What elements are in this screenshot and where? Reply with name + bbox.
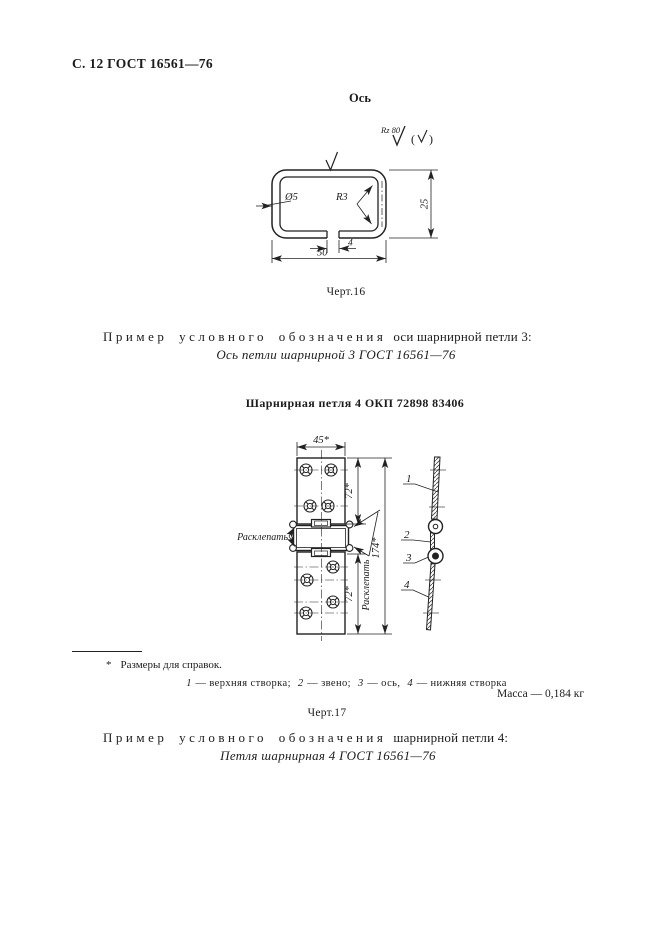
footnote-rule	[72, 651, 142, 652]
legend-num-4: 4	[407, 678, 413, 689]
gap-label: 4	[348, 239, 353, 249]
lug-bottom-right	[345, 544, 354, 552]
paren-open: (	[411, 132, 415, 146]
hinge-designation: Петля шарнирная 4 ГОСТ 16561—76	[220, 748, 436, 763]
diameter-label: Ø5	[284, 192, 298, 203]
radius-dim	[356, 185, 373, 225]
legend-text-2: — звено;	[307, 678, 351, 689]
roughness-symbol	[392, 125, 428, 147]
hinge-example-intro: Пример условного обозначения шарнирной пе…	[103, 730, 508, 746]
legend-text-3: — ось,	[367, 678, 401, 689]
footnote: * Размеры для справок.	[106, 659, 222, 671]
top-leaf-label: 72*	[344, 482, 355, 499]
hinge-side-view	[401, 456, 446, 631]
footnote-ref: *	[106, 659, 112, 671]
mass-note: Масса — 0,184 кг	[497, 688, 585, 700]
hinge-width-label: 45*	[313, 435, 330, 446]
width-label: 50	[317, 248, 328, 259]
legend-text-1: — верхняя створка;	[195, 678, 291, 689]
legend-num-1: 1	[186, 678, 192, 689]
figure16-drawing: Rz 80 ( ) Ø5 R3 25 4 50	[256, 125, 438, 263]
rivet-leader-right	[353, 509, 381, 557]
page-header: С. 12 ГОСТ 16561—76	[72, 56, 213, 71]
height-dim	[389, 169, 438, 239]
side-knuckle-top	[427, 518, 444, 535]
total-length-label: 174*	[371, 537, 382, 559]
lug-top-right	[345, 520, 354, 529]
bottom-leaf-label: 72*	[344, 585, 355, 602]
height-label: 25	[420, 199, 431, 210]
hinge-width-dim	[296, 442, 346, 456]
legend-num-3: 3	[357, 678, 364, 689]
axis-example-intro: Пример условного обозначения оси шарнирно…	[103, 329, 532, 345]
axis-example-intro-rest: оси шарнирной петли 3:	[393, 329, 532, 344]
figure17-drawing: 45* 72* 72* 174* Расклепать Расклепать 1…	[236, 435, 446, 641]
diameter-dim	[256, 200, 292, 210]
part-number-3: 3	[405, 552, 412, 564]
parts-legend: 1— верхняя створка; 2— звено; 3— ось, 4— ни…	[113, 678, 580, 689]
channel-inner-outline	[279, 176, 379, 232]
lug-bottom-left	[289, 544, 297, 552]
side-link	[430, 531, 435, 550]
figure16-title: Ось	[349, 91, 371, 105]
gap-dim	[310, 240, 356, 253]
axis-example-intro-spaced: Пример условного обозначения	[103, 329, 387, 344]
rivet-label-left: Расклепать	[236, 532, 288, 543]
hinge-example-intro-rest: шарнирной петли 4:	[393, 730, 509, 745]
side-upper-leaf	[430, 456, 441, 520]
footnote-text: Размеры для справок.	[120, 659, 222, 671]
figure16-caption: Черт.16	[326, 286, 366, 298]
radius-label: R3	[335, 192, 348, 203]
surface-check-icon	[325, 151, 339, 172]
part-number-1: 1	[406, 473, 412, 485]
rivet-label-right: Расклепать	[361, 559, 372, 611]
side-knuckle-top-pin	[432, 523, 439, 530]
part-number-4: 4	[404, 579, 410, 591]
roughness-value-label: Rz 80	[380, 125, 401, 135]
figure17-heading: Шарнирная петля 4 ОКП 72898 83406	[245, 396, 465, 410]
channel-outer-outline	[271, 169, 387, 239]
lug-top-left	[289, 520, 297, 529]
width-dim	[271, 240, 387, 263]
figure17-caption: Черт.17	[307, 707, 347, 719]
hinge-example-intro-spaced: Пример условного обозначения	[103, 730, 387, 745]
part-leaders	[401, 483, 439, 598]
legend-num-2: 2	[297, 678, 304, 689]
part-number-2: 2	[404, 529, 410, 541]
paren-close: )	[429, 132, 433, 146]
axis-designation: Ось петли шарнирной 3 ГОСТ 16561—76	[216, 347, 456, 362]
side-hole-centerlines	[423, 469, 446, 614]
legend-text-4: — нижняя створка	[416, 678, 507, 689]
side-axis-pin	[432, 552, 439, 560]
rivet-leader-left	[286, 527, 295, 547]
